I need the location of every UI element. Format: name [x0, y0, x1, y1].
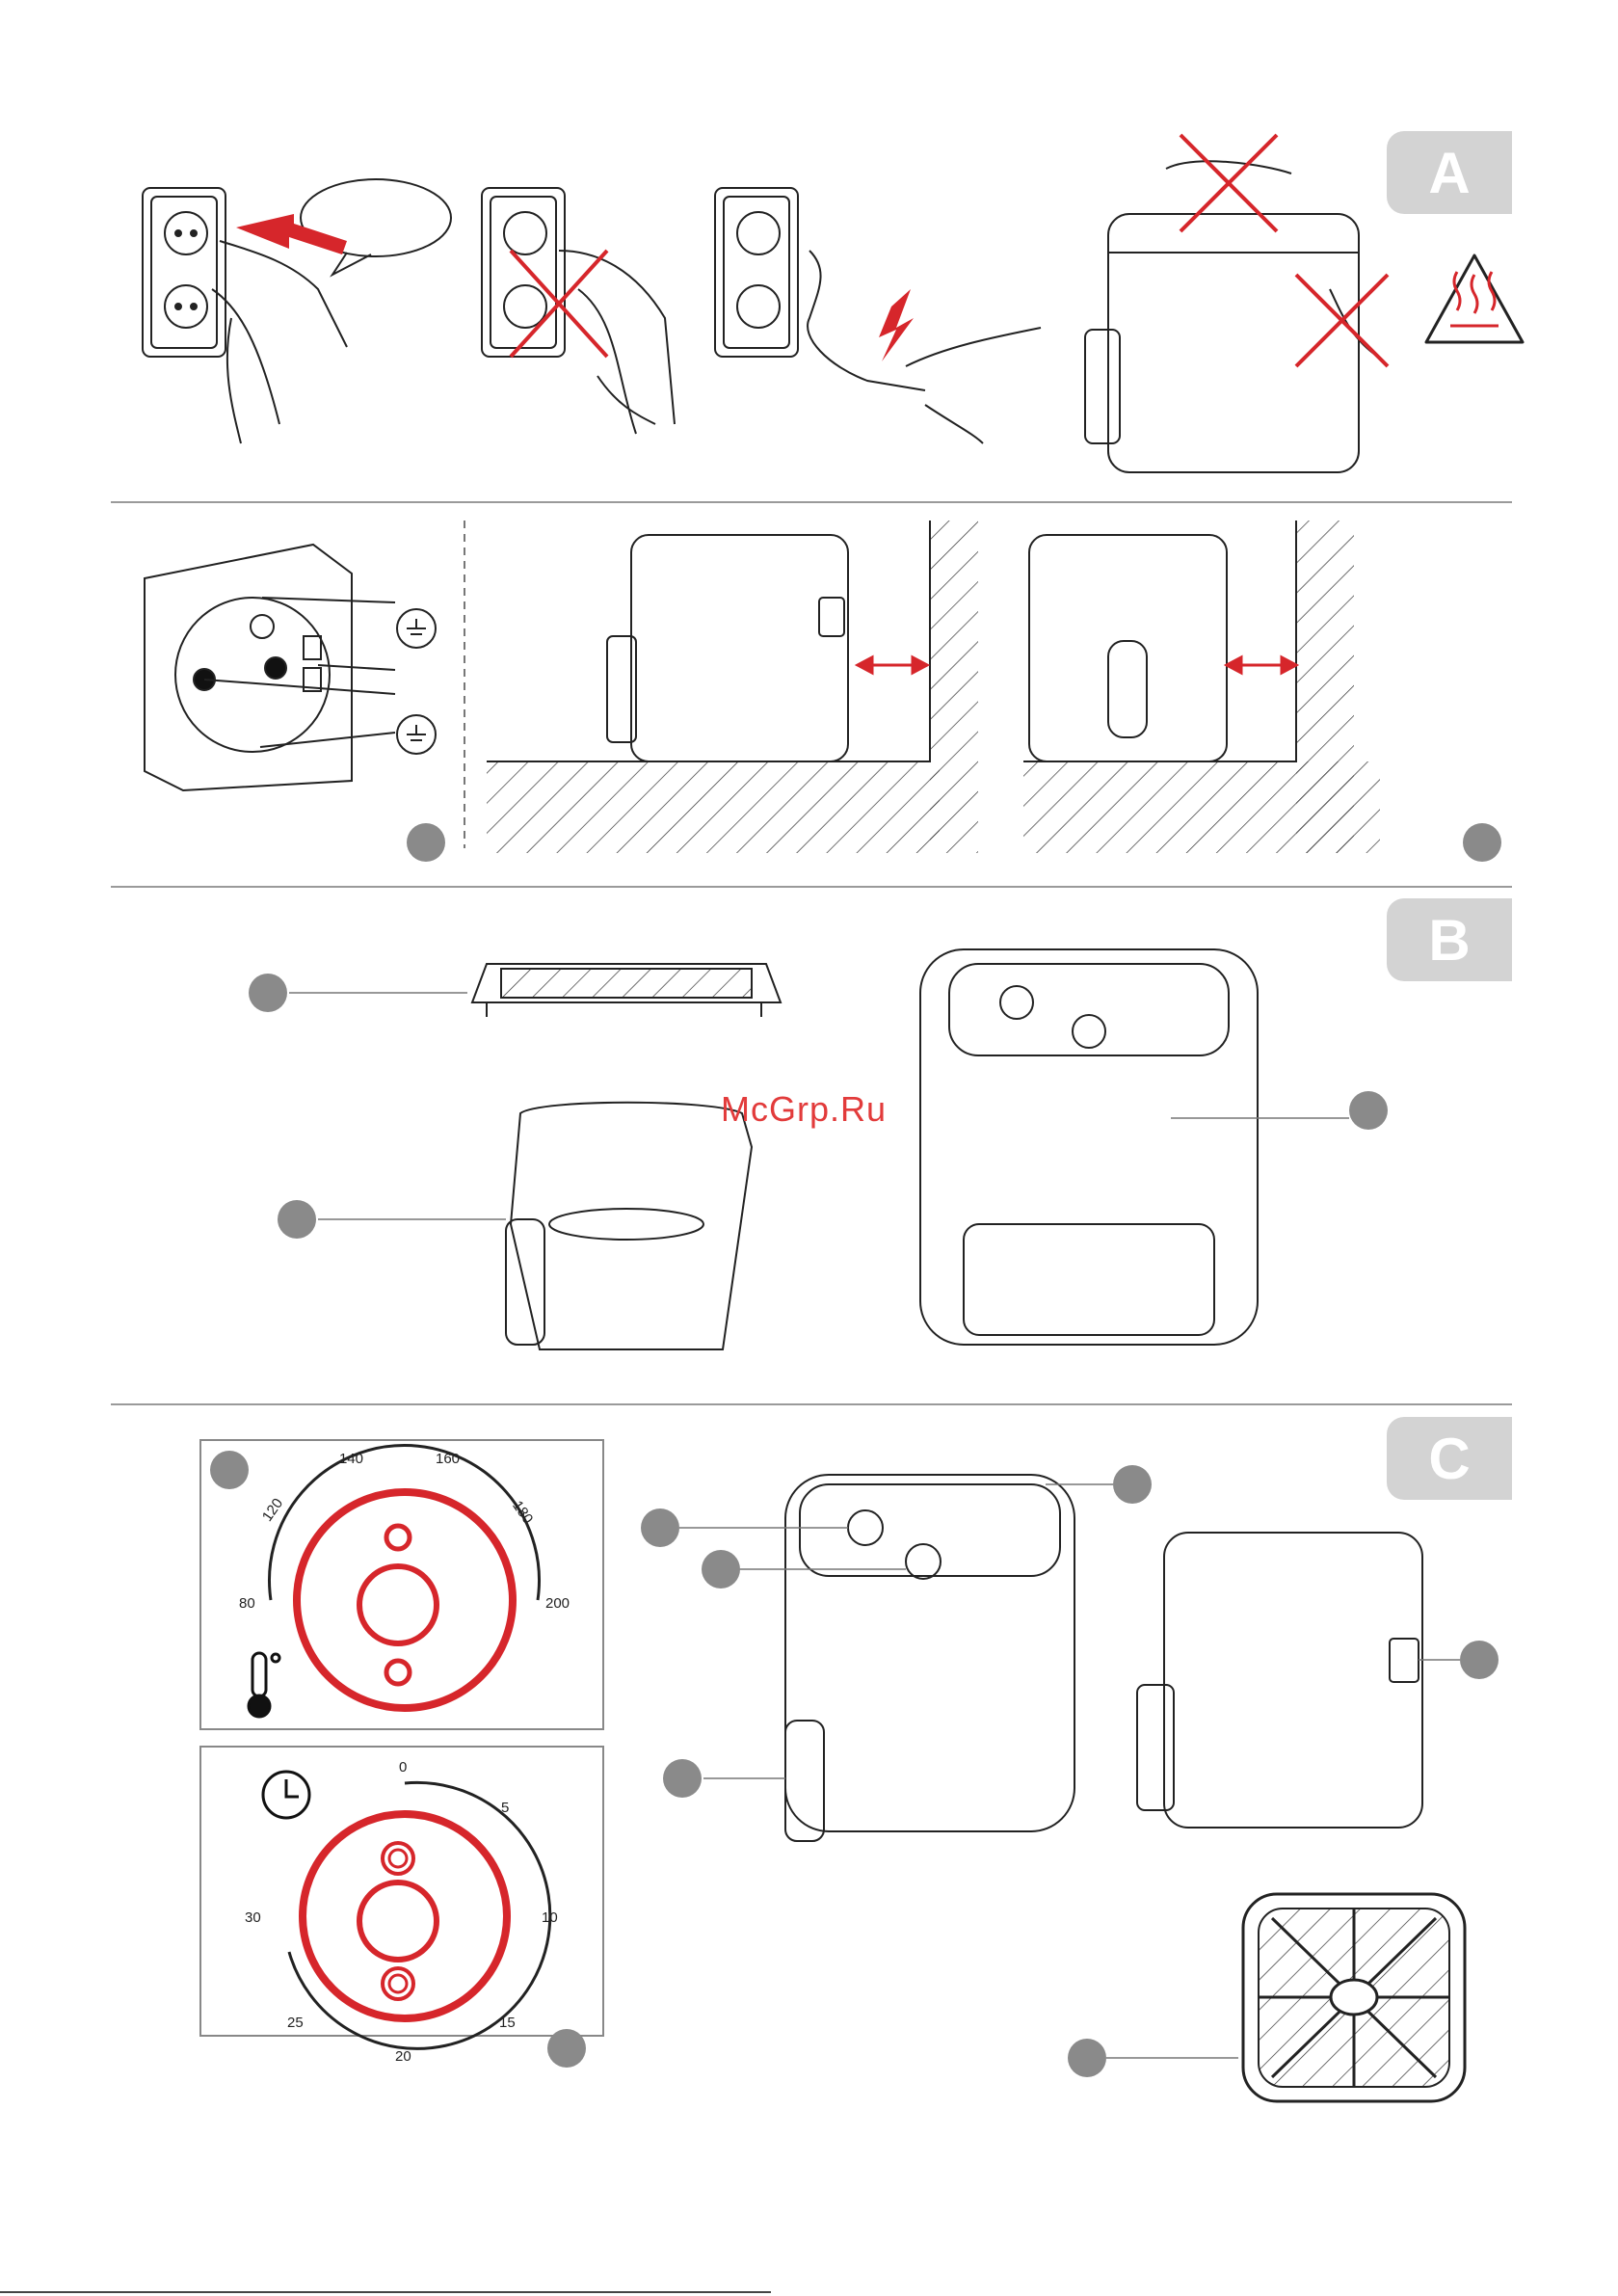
clearance-arrows — [858, 657, 1296, 673]
timer-label-5: 5 — [501, 1800, 509, 1816]
hot-surface-panel — [1085, 161, 1378, 472]
no-wet-hands-panel — [482, 188, 675, 434]
control-panel-drawing — [785, 1475, 1074, 1841]
callout-temp-dial — [210, 1451, 249, 1489]
clearance-front-view — [1023, 521, 1380, 853]
no-pull-cord-panel — [715, 188, 1041, 443]
timer-label-15: 15 — [499, 2015, 516, 2031]
grill-plate-drawing — [472, 964, 781, 1017]
timer-label-0: 0 — [399, 1759, 407, 1775]
timer-dial — [289, 1782, 550, 2048]
grill-top-view — [1243, 1894, 1465, 2101]
callout-basket — [278, 1200, 316, 1239]
plug-in-panel — [143, 179, 451, 443]
shock-icon — [879, 289, 914, 361]
callout-timer-dial — [547, 2029, 586, 2068]
hot-surface-warning-icon — [1426, 255, 1523, 342]
timer-label-10: 10 — [542, 1909, 558, 1926]
callout-air-outlet — [1460, 1641, 1499, 1679]
temp-label-160: 160 — [436, 1451, 460, 1467]
temp-label-80: 80 — [239, 1595, 255, 1612]
temp-label-200: 200 — [545, 1595, 570, 1612]
temp-label-140: 140 — [339, 1451, 363, 1467]
callout-temp-knob — [641, 1508, 679, 1547]
timer-label-20: 20 — [395, 2048, 411, 2065]
callout-socket — [407, 823, 445, 862]
temperature-dial-box — [200, 1440, 603, 1729]
thermometer-icon — [249, 1653, 279, 1717]
basket-drawing — [506, 1103, 752, 1349]
callout-grill-plate — [1068, 2039, 1106, 2077]
callout-grill — [249, 974, 287, 1012]
clearance-side-view — [487, 521, 978, 853]
callout-body — [1349, 1091, 1388, 1130]
side-view-drawing — [1137, 1533, 1422, 1828]
callout-handle — [663, 1759, 702, 1798]
callout-timer-knob — [702, 1550, 740, 1589]
callout-clearance — [1463, 823, 1501, 862]
callout-lid — [1113, 1465, 1152, 1504]
insert-arrow-icon — [236, 214, 347, 254]
socket-diagram — [145, 545, 436, 790]
clock-icon — [263, 1772, 309, 1818]
timer-label-30: 30 — [245, 1909, 261, 1926]
watermark-text: McGrp.Ru — [721, 1089, 887, 1130]
timer-label-25: 25 — [287, 2015, 304, 2031]
air-fryer-body-drawing — [920, 949, 1258, 1345]
temperature-dial — [270, 1446, 540, 1708]
no-touch-cross-icon — [1180, 135, 1388, 366]
